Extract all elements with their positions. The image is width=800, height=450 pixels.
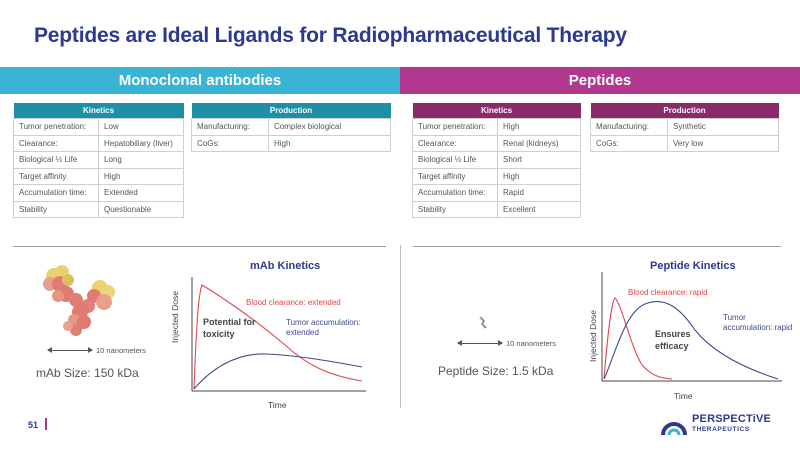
row-value: High — [497, 167, 581, 185]
mab-scale-label: 10 nanometers — [96, 346, 147, 355]
row-label: CoGs: — [590, 134, 668, 152]
mab-annotation: Potential for toxicity — [203, 317, 256, 339]
row-label: Manufacturing: — [590, 118, 668, 136]
row-value: High — [98, 167, 184, 185]
center-divider — [400, 245, 401, 408]
row-label: Biological ½ Life — [13, 151, 99, 169]
row-value: High — [268, 134, 391, 152]
slide-title: Peptides are Ideal Ligands for Radiophar… — [34, 24, 627, 47]
company-name: PERSPECTiVE — [692, 413, 772, 425]
peptide-x-axis-label: Time — [674, 391, 693, 401]
row-value: Rapid — [497, 184, 581, 202]
row-label: Tumor penetration: — [412, 118, 498, 136]
peptide-size-label: Peptide Size: 1.5 kDa — [438, 364, 554, 378]
row-value: Renal (kidneys) — [497, 134, 581, 152]
table-row: Clearance:Renal (kidneys) — [412, 134, 581, 152]
peptide-kinetics-chart — [601, 272, 782, 382]
table-row: Clearance:Hepatobiliary (liver) — [13, 134, 184, 152]
company-subtitle: THERAPEUTICS — [692, 426, 750, 433]
company-logo-icon — [661, 422, 687, 436]
footer-accent-bar — [45, 418, 47, 430]
page-number: 51 — [28, 420, 39, 430]
table-row: CoGs:High — [191, 134, 391, 152]
mab-y-axis-label: Injected Dose — [170, 291, 180, 343]
mab-kinetics-chart — [191, 277, 366, 392]
row-label: Manufacturing: — [191, 118, 269, 136]
peptide-production-table: Production Manufacturing:Synthetic CoGs:… — [590, 103, 779, 152]
row-label: Target affinity — [13, 167, 99, 185]
table-row: CoGs:Very low — [590, 134, 779, 152]
row-label: Accumulation time: — [13, 184, 99, 202]
mab-scale-arrow — [47, 347, 93, 353]
table-row: Accumulation time:Extended — [13, 184, 184, 202]
table-row: Tumor penetration:High — [412, 118, 581, 136]
peptide-section-header: Peptides — [400, 67, 800, 94]
peptide-scale-arrow — [457, 340, 503, 346]
table-row: Tumor penetration:Low — [13, 118, 184, 136]
table-row: Accumulation time:Rapid — [412, 184, 581, 202]
row-value: Very low — [667, 134, 779, 152]
row-value: Hepatobiliary (liver) — [98, 134, 184, 152]
peptide-scale-label: 10 nanometers — [506, 339, 557, 348]
row-value: Extended — [98, 184, 184, 202]
peptide-production-title: Production — [590, 103, 779, 119]
row-value: High — [497, 118, 581, 136]
mab-kinetics-title: Kinetics — [13, 103, 184, 119]
mab-tumor-curve — [193, 353, 363, 390]
row-label: Target affinity — [412, 167, 498, 185]
mab-chart-title: mAb Kinetics — [250, 260, 321, 272]
peptide-y-axis-label: Injected Dose — [588, 310, 598, 362]
row-value: Complex biological — [268, 118, 391, 136]
mab-production-title: Production — [191, 103, 391, 119]
peptide-kinetics-table: Kinetics Tumor penetration:High Clearanc… — [412, 103, 581, 218]
mab-size-label: mAb Size: 150 kDa — [36, 366, 139, 380]
mab-header-label: Monoclonal antibodies — [118, 72, 282, 89]
peptide-kinetics-title: Kinetics — [412, 103, 581, 119]
peptide-tumor-curve — [603, 300, 779, 380]
peptide-tumor-label: Tumor accumulation: rapid — [723, 313, 793, 332]
row-label: Clearance: — [412, 134, 498, 152]
mab-blood-label: Blood clearance: extended — [246, 298, 341, 307]
row-label: Accumulation time: — [412, 184, 498, 202]
table-row: Manufacturing:Synthetic — [590, 118, 779, 136]
mab-x-axis-label: Time — [268, 400, 287, 410]
row-value: Low — [98, 118, 184, 136]
mab-production-table: Production Manufacturing:Complex biologi… — [191, 103, 391, 152]
antibody-illustration — [43, 265, 115, 336]
row-value: Long — [98, 151, 184, 169]
row-value: Short — [497, 151, 581, 169]
row-label: Stability — [13, 200, 99, 218]
mab-tumor-label: Tumor accumulation: extended — [286, 318, 361, 337]
row-value: Excellent — [497, 200, 581, 218]
row-value: Questionable — [98, 200, 184, 218]
peptide-blood-curve — [603, 297, 673, 380]
mab-blood-curve — [193, 284, 363, 390]
peptide-blood-label: Blood clearance: rapid — [628, 288, 708, 297]
row-label: Tumor penetration: — [13, 118, 99, 136]
peptide-chart-title: Peptide Kinetics — [650, 260, 736, 272]
mab-kinetics-table: Kinetics Tumor penetration:Low Clearance… — [13, 103, 184, 218]
row-label: Clearance: — [13, 134, 99, 152]
peptide-illustration — [479, 316, 487, 329]
row-value: Synthetic — [667, 118, 779, 136]
table-row: Manufacturing:Complex biological — [191, 118, 391, 136]
mab-section-header: Monoclonal antibodies — [0, 67, 400, 94]
row-label: Biological ½ Life — [412, 151, 498, 169]
peptide-header-label: Peptides — [568, 72, 632, 89]
left-divider — [13, 246, 386, 247]
right-divider — [413, 246, 781, 247]
peptide-annotation: Ensures efficacy — [655, 329, 691, 351]
row-label: CoGs: — [191, 134, 269, 152]
row-label: Stability — [412, 200, 498, 218]
